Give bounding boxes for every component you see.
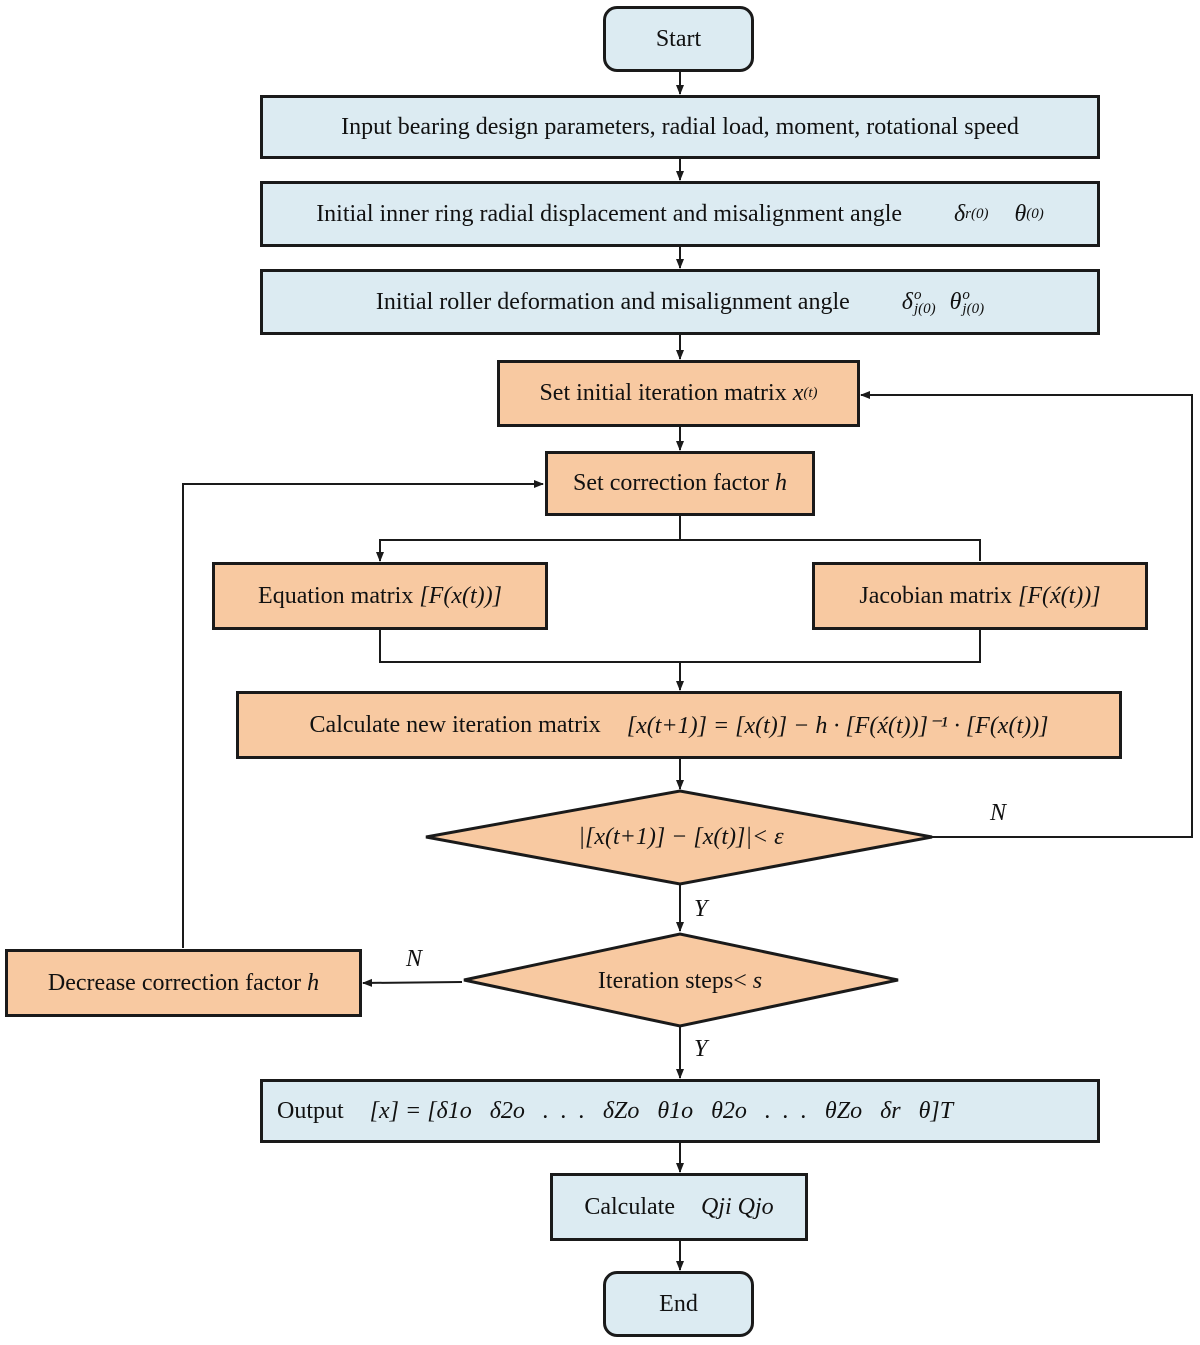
decrease-node: Decrease correction factor h xyxy=(5,949,362,1017)
cond1-formula: |[x(t+1)] − [x(t)]|< ε xyxy=(578,823,784,850)
arrow-cond2-decrease xyxy=(362,978,463,987)
start-node: Start xyxy=(603,6,754,72)
set-iter-sym: x xyxy=(792,380,804,406)
jac-matrix-formula: [F(x́(t))] xyxy=(1017,582,1101,609)
calc-new-node: Calculate new iteration matrix [x(t+1)] … xyxy=(236,691,1122,759)
output-node: Output [x] = [δ1o δ2o . . . δZo θ1o θ2o … xyxy=(260,1079,1100,1143)
end-node: End xyxy=(603,1271,754,1337)
set-iter-sub: (t) xyxy=(803,385,818,401)
set-corr-sym: h xyxy=(774,470,787,496)
set-corr-node: Set correction factor h xyxy=(545,451,815,516)
init-roller-sym2-sub: j(0) xyxy=(962,301,985,317)
label-n1: N xyxy=(990,800,1007,826)
init-roller-sym2: θ xyxy=(949,288,962,315)
init-inner-node: Initial inner ring radial displacement a… xyxy=(260,181,1100,247)
loop-n1 xyxy=(860,391,1193,838)
cond2-diamond xyxy=(463,932,899,1028)
output-label: Output xyxy=(277,1097,344,1124)
eq-matrix-label: Equation matrix xyxy=(258,582,414,609)
init-roller-label: Initial roller deformation and misalignm… xyxy=(375,288,850,315)
calc-new-formula: [x(t+1)] = [x(t)] − h · [F(x́(t))]⁻¹ · [… xyxy=(626,712,1049,739)
init-roller-node: Initial roller deformation and misalignm… xyxy=(260,269,1100,335)
label-n2: N xyxy=(406,946,423,972)
init-inner-sym1-sub: r(0) xyxy=(965,205,989,222)
set-iter-label: Set initial iteration matrix xyxy=(539,380,787,406)
split-line-right xyxy=(680,539,981,561)
init-roller-sym1: δ xyxy=(901,288,913,315)
eq-matrix-formula: [F(x(t))] xyxy=(419,582,502,609)
init-roller-sym1-sup: o xyxy=(913,287,922,303)
start-label: Start xyxy=(655,25,702,52)
calc-new-label: Calculate new iteration matrix xyxy=(309,711,601,738)
cond2-label: Iteration steps< s xyxy=(520,958,840,1004)
calc-q-formula: Qji Qjo xyxy=(700,1193,774,1220)
loop-decrease xyxy=(182,480,544,948)
decrease-sym: h xyxy=(307,969,320,996)
init-inner-sym1: δ xyxy=(954,200,966,227)
decrease-label: Decrease correction factor xyxy=(47,969,302,996)
set-corr-label: Set correction factor xyxy=(573,470,769,496)
input-node: Input bearing design parameters, radial … xyxy=(260,95,1100,159)
init-inner-sym2: θ xyxy=(1014,200,1027,227)
cond2-text: Iteration steps< xyxy=(597,967,747,994)
init-roller-sym2-sup: o xyxy=(962,287,970,303)
jac-matrix-label: Jacobian matrix xyxy=(859,582,1012,609)
label-y1: Y xyxy=(694,896,708,922)
merge-line xyxy=(379,629,981,663)
init-inner-sym2-sub: (0) xyxy=(1026,205,1044,222)
calc-q-label: Calculate xyxy=(584,1193,675,1220)
jac-matrix-node: Jacobian matrix [F(x́(t))] xyxy=(812,562,1148,630)
split-line xyxy=(376,515,681,562)
output-formula: [x] = [δ1o δ2o . . . δZo θ1o θ2o . . . θ… xyxy=(369,1097,954,1124)
cond1-diamond xyxy=(425,789,933,886)
calc-q-node: Calculate Qji Qjo xyxy=(550,1173,808,1241)
input-label: Input bearing design parameters, radial … xyxy=(341,113,1019,140)
cond2-sym: s xyxy=(752,967,763,994)
init-inner-label: Initial inner ring radial displacement a… xyxy=(316,200,903,227)
init-roller-sym1-sub: j(0) xyxy=(913,301,936,317)
eq-matrix-node: Equation matrix [F(x(t))] xyxy=(212,562,548,630)
set-iter-node: Set initial iteration matrix x(t) xyxy=(497,360,860,427)
end-label: End xyxy=(659,1290,698,1317)
cond1-label: |[x(t+1)] − [x(t)]|< ε xyxy=(476,812,886,862)
label-y2: Y xyxy=(694,1036,708,1062)
